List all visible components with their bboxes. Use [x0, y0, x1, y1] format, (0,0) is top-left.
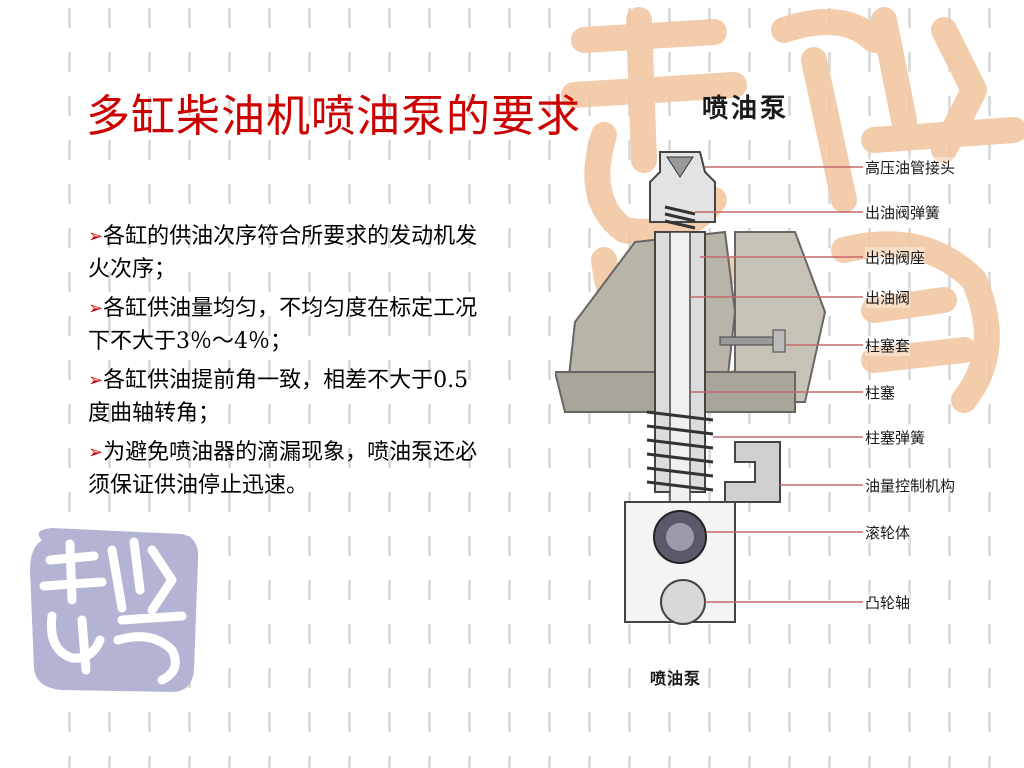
- diagram-label: 高压油管接头: [865, 157, 956, 178]
- bullet-arrow-icon: ➢: [88, 226, 104, 247]
- diagram-label: 滚轮体: [865, 522, 911, 543]
- bullet-arrow-icon: ➢: [88, 442, 104, 463]
- diagram-label: 出油阀: [865, 287, 911, 308]
- seal-logo: [30, 528, 199, 692]
- list-item: ➢各缸供油量均匀，不均匀度在标定工况下不大于3％～4％；: [88, 292, 478, 358]
- bullet-arrow-icon: ➢: [88, 298, 104, 319]
- diagram-label: 凸轮轴: [865, 592, 911, 613]
- list-item: ➢各缸供油提前角一致，相差不大于0.5度曲轴转角；: [88, 364, 478, 430]
- bullet-text: 各缸供油量均匀，不均匀度在标定工况下不大于3％～4％；: [88, 296, 478, 354]
- diagram-title: 喷油泵: [702, 94, 790, 124]
- diagram-label: 柱塞弹簧: [865, 427, 926, 448]
- bullet-text: 各缸供油提前角一致，相差不大于0.5度曲轴转角；: [88, 368, 469, 426]
- bullet-list: ➢各缸的供油次序符合所要求的发动机发火次序； ➢各缸供油量均匀，不均匀度在标定工…: [88, 220, 478, 508]
- injection-pump-diagram: [555, 151, 863, 625]
- diagram-label: 出油阀座: [865, 247, 926, 268]
- bullet-text: 各缸的供油次序符合所要求的发动机发火次序；: [88, 224, 478, 282]
- bullet-text: 为避免喷油器的滴漏现象，喷油泵还必须保证供油停止迅速。: [88, 440, 478, 498]
- diagram-caption: 喷油泵: [650, 669, 702, 688]
- bullet-arrow-icon: ➢: [88, 370, 104, 391]
- list-item: ➢各缸的供油次序符合所要求的发动机发火次序；: [88, 220, 478, 286]
- diagram-label: 出油阀弹簧: [865, 202, 941, 223]
- diagram-label: 油量控制机构: [865, 475, 956, 496]
- list-item: ➢为避免喷油器的滴漏现象，喷油泵还必须保证供油停止迅速。: [88, 436, 478, 502]
- diagram-label: 柱塞套: [865, 335, 911, 356]
- slide-title: 多缸柴油机喷油泵的要求: [86, 91, 581, 142]
- diagram-label: 柱塞: [865, 382, 896, 403]
